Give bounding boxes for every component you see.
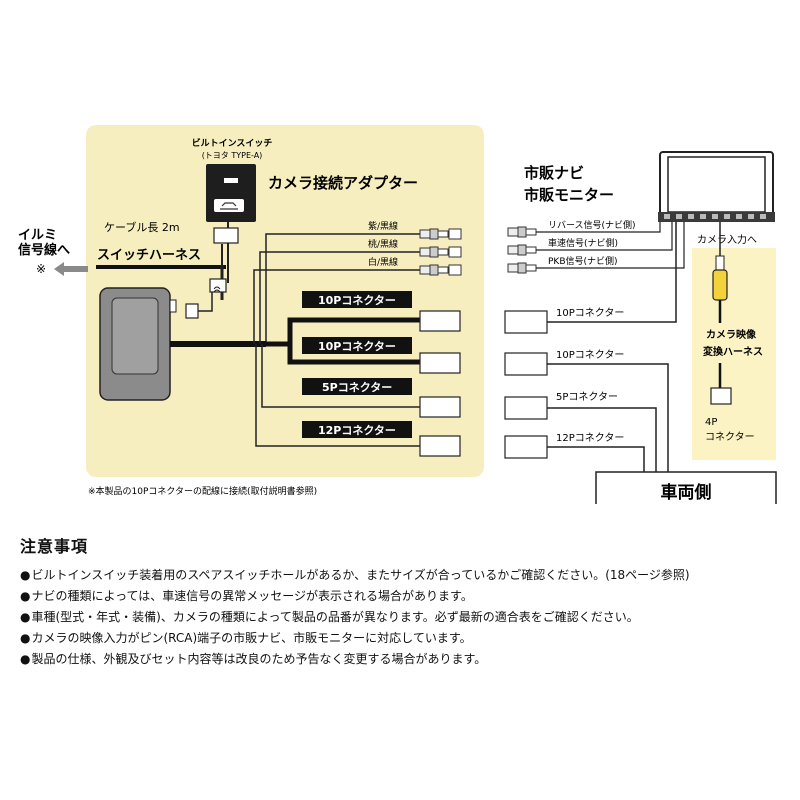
- conn-12p-label: 12Pコネクター: [318, 424, 396, 437]
- right-connector-12p: [504, 435, 548, 459]
- conn-5p-label: 5Pコネクター: [322, 381, 392, 394]
- wire-purple-label: 紫/黒線: [368, 220, 398, 232]
- navi-label-2: 市販モニター: [524, 186, 614, 204]
- conn-4p-label-1: 4P: [705, 417, 717, 428]
- notes-item: ビルトインスイッチ装着用のスペアスイッチホールがあるか、またサイズが合っているか…: [20, 565, 790, 586]
- signal-pkb-label: PKB信号(ナビ側): [548, 255, 618, 267]
- vehicle-side-label: 車両側: [661, 482, 712, 503]
- wire-white-label: 白/黒線: [368, 256, 398, 268]
- notes-item: 車種(型式・年式・装備)、カメラの種類によって製品の品番が異なります。必ず最新の…: [20, 607, 790, 628]
- right-12p-label: 12Pコネクター: [556, 432, 624, 444]
- connector-10p-a: [419, 310, 461, 332]
- illumi-label-1: イルミ: [18, 228, 57, 243]
- illumi-mark: ※: [36, 262, 46, 276]
- notes-list: ビルトインスイッチ装着用のスペアスイッチホールがあるか、またサイズが合っているか…: [20, 565, 790, 670]
- right-connector-10p-a: [504, 310, 548, 334]
- notes-title: 注意事項: [20, 537, 89, 556]
- connector-12p: [419, 435, 461, 457]
- connector-5p: [419, 396, 461, 418]
- right-5p-label: 5Pコネクター: [556, 391, 618, 403]
- wire-pink-label: 桃/黒線: [368, 238, 398, 250]
- illumi-label-2: 信号線へ: [18, 242, 70, 258]
- plug-white: [419, 264, 449, 276]
- right-10p-label-a: 10Pコネクター: [556, 307, 624, 319]
- footnote: ※本製品の10Pコネクターの配線に接続(取付説明書参照): [88, 485, 317, 497]
- plug-pkb: [507, 262, 537, 274]
- plug-purple: [419, 228, 449, 240]
- plug-pink: [419, 246, 449, 258]
- builtin-switch: [206, 164, 256, 222]
- conn-10p-label-b: 10Pコネクター: [318, 340, 396, 353]
- conn-4p-label-2: コネクター: [705, 431, 755, 443]
- notes-item: 製品の仕様、外観及びセット内容等は改良のため予告なく変更する場合があります。: [20, 649, 790, 670]
- switch-harness-wire: [96, 265, 226, 269]
- right-connector-10p-b: [504, 352, 548, 376]
- notes-section: 注意事項 ビルトインスイッチ装着用のスペアスイッチホールがあるか、またサイズが合…: [20, 533, 790, 670]
- right-connector-5p: [504, 396, 548, 420]
- cable-length: ケーブル長 2m: [104, 220, 180, 234]
- signal-reverse-label: リバース信号(ナビ側): [548, 219, 636, 231]
- switch-title: ビルトインスイッチ: [192, 137, 273, 149]
- wiring-diagram: ビルトインスイッチ (トヨタ TYPE-A) カメラ接続アダプター ケーブル長 …: [18, 125, 777, 504]
- switch-harness-label: スイッチハーネス: [97, 248, 201, 263]
- rca-plug-icon: [712, 269, 728, 301]
- connector-4p: [710, 387, 732, 405]
- plug-reverse: [507, 226, 537, 238]
- notes-item: ナビの種類によっては、車速信号の異常メッセージが表示される場合があります。: [20, 586, 790, 607]
- right-10p-label-b: 10Pコネクター: [556, 349, 624, 361]
- adapter-title: カメラ接続アダプター: [268, 174, 418, 192]
- signal-speed-label: 車速信号(ナビ側): [548, 237, 618, 249]
- navi-label-1: 市販ナビ: [524, 164, 584, 182]
- arrow-left-icon: [54, 262, 88, 276]
- conv-harness-label-1: カメラ映像: [706, 328, 757, 341]
- camera-input-label: カメラ入力へ: [697, 233, 757, 246]
- conv-harness-label-2: 変換ハーネス: [703, 345, 763, 358]
- plug-speed: [507, 244, 537, 256]
- conn-10p-label-a: 10Pコネクター: [318, 294, 396, 307]
- vehicle-side-box: [595, 471, 777, 504]
- switch-subtitle: (トヨタ TYPE-A): [202, 151, 263, 160]
- connector-10p-b: [419, 352, 461, 374]
- notes-item: カメラの映像入力がピン(RCA)端子の市販ナビ、市販モニターに対応しています。: [20, 628, 790, 649]
